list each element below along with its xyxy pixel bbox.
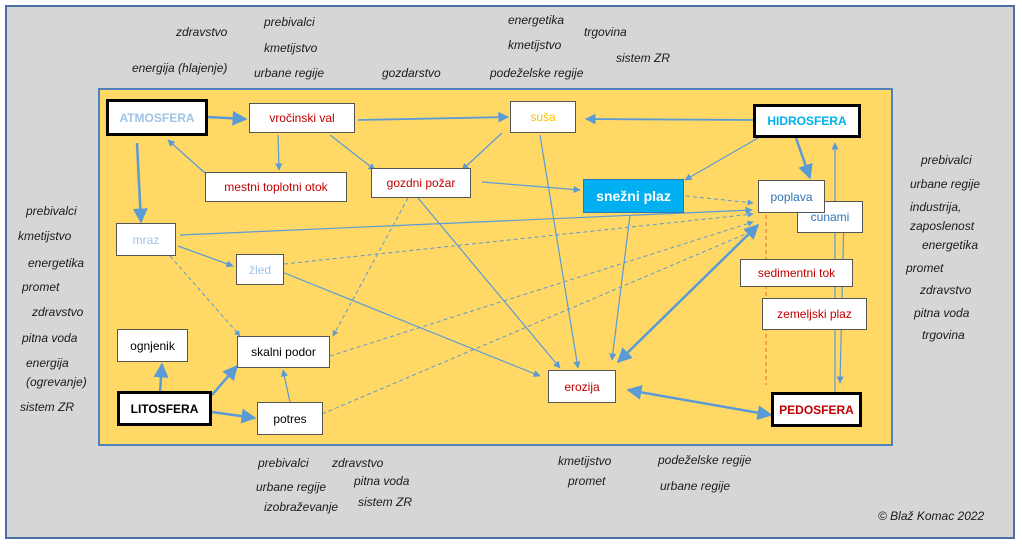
node-susa[interactable]: suša: [510, 101, 576, 133]
sector-label: energija: [26, 356, 69, 370]
sector-label: prebivalci: [258, 456, 309, 470]
arrow-litosfera-skalni: [211, 364, 238, 396]
node-sedimentni-tok[interactable]: sedimentni tok: [740, 259, 853, 287]
arrow-pozar-erozija: [417, 197, 561, 369]
sector-label: urbane regije: [660, 479, 731, 493]
sector-label: pitna voda: [914, 306, 970, 320]
arrow-mestni-atmosfera: [167, 139, 206, 174]
arrow-vrocinski-pozar: [329, 134, 376, 171]
sector-label: zdravstvo: [920, 283, 972, 297]
node-ognjenik[interactable]: ognjenik: [117, 329, 188, 362]
sector-label: gozdarstvo: [382, 66, 441, 80]
node-zemeljski-plaz[interactable]: zemeljski plaz: [762, 298, 867, 330]
sector-label: podeželske regije: [658, 453, 752, 467]
sector-label: energetika: [922, 238, 979, 252]
arrow-pozar-snezni: [481, 181, 581, 194]
sector-label: industrija,: [910, 200, 962, 214]
sector-label: prebivalci: [264, 15, 315, 29]
sector-label: podeželske regije: [490, 66, 584, 80]
arrow-vrocinski-mestni: [275, 134, 283, 171]
arrow-litosfera-ognjenik: [153, 362, 169, 393]
sector-label: zdravstvo: [176, 25, 228, 39]
node-mestni-toplotni-otok[interactable]: mestni toplotni otok: [205, 172, 347, 202]
arrow-snezni-erozija: [609, 214, 631, 361]
node-hidrosfera[interactable]: HIDROSFERA: [753, 104, 861, 138]
arrow-zled-erozija: [281, 271, 541, 377]
sector-label: izobraževanje: [264, 500, 339, 514]
sector-label: sistem ZR: [20, 400, 74, 414]
node-mraz[interactable]: mraz: [116, 223, 176, 256]
arrow-vrocinski-susa: [357, 111, 510, 123]
sector-label: kmetijstvo: [264, 41, 318, 55]
node-erozija[interactable]: erozija: [548, 370, 616, 403]
sector-label: pitna voda: [22, 331, 78, 345]
sector-label: promet: [906, 261, 944, 275]
sector-label: energija (hlajenje): [132, 61, 228, 75]
arrow-erozija-pedosfera: [626, 384, 773, 421]
sector-label: zdravstvo: [32, 305, 84, 319]
arrow-mraz-poplava: [179, 206, 753, 236]
sector-label: urbane regije: [254, 66, 325, 80]
arrow-mraz-skalni: [169, 255, 241, 337]
sector-label: prebivalci: [26, 204, 77, 218]
node-vrocinski-val[interactable]: vročinski val: [249, 103, 355, 133]
arrow-atmosfera-mraz: [132, 142, 148, 224]
sector-label: urbane regije: [256, 480, 327, 494]
arrow-zled-poplava: [283, 211, 754, 265]
arrow-susa-erozija: [539, 134, 581, 369]
sector-label: kmetijstvo: [508, 38, 562, 52]
node-poplava[interactable]: poplava: [758, 180, 825, 213]
arrow-susa-pozar: [461, 132, 503, 171]
sector-label: (ogrevanje): [26, 375, 87, 389]
sector-label: zaposlenost: [910, 219, 975, 233]
node-atmosfera[interactable]: ATMOSFERA: [106, 99, 208, 136]
arrow-pozar-skalni: [332, 197, 409, 337]
arrow-potres-skalni: [280, 369, 291, 403]
sector-label: promet: [22, 280, 60, 294]
node-litosfera[interactable]: LITOSFERA: [117, 391, 212, 426]
node-snezni-plaz[interactable]: snežni plaz: [583, 179, 684, 213]
arrow-hidrosfera-snezni: [684, 137, 759, 181]
sector-label: trgovina: [922, 328, 965, 342]
arrow-erozija-poplava: [616, 223, 760, 364]
arrow-atmosfera-vrocinski: [207, 110, 248, 126]
node-skalni-podor[interactable]: skalni podor: [237, 336, 330, 368]
node-zled[interactable]: žled: [236, 254, 284, 285]
node-potres[interactable]: potres: [257, 402, 323, 435]
sector-label: energetika: [28, 256, 85, 270]
arrow-hidrosfera-poplava: [794, 137, 813, 180]
arrow-litosfera-potres: [211, 408, 257, 424]
arrow-mraz-zled: [177, 245, 234, 268]
sector-label: urbane regije: [910, 177, 981, 191]
node-gozdni-pozar[interactable]: gozdni požar: [371, 168, 471, 198]
sector-label: sistem ZR: [616, 51, 670, 65]
sector-label: prebivalci: [921, 153, 972, 167]
sector-label: energetika: [508, 13, 565, 27]
arrow-hidrosfera-susa: [584, 113, 754, 125]
sector-label: kmetijstvo: [558, 454, 612, 468]
arrow-potres-poplava: [321, 229, 756, 415]
sector-label: kmetijstvo: [18, 229, 72, 243]
sector-label: trgovina: [584, 25, 627, 39]
sector-label: promet: [568, 474, 606, 488]
copyright-label: © Blaž Komac 2022: [878, 509, 985, 523]
sector-label: pitna voda: [354, 474, 410, 488]
arrow-skalni-poplava: [329, 220, 754, 357]
node-pedosfera[interactable]: PEDOSFERA: [771, 392, 862, 427]
sector-label: sistem ZR: [358, 495, 412, 509]
arrow-snezni-poplava: [685, 195, 754, 206]
sector-label: zdravstvo: [332, 456, 384, 470]
